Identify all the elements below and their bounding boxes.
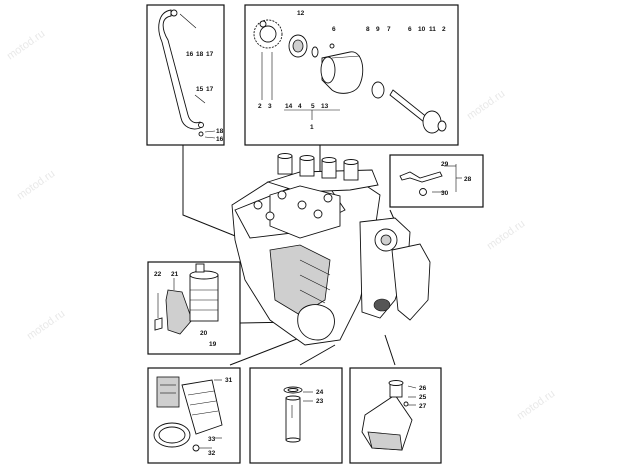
watermark-text: motod.ru (25, 308, 67, 343)
callout-13: 13 (321, 103, 329, 110)
detail-box-clip-pin (389, 154, 484, 208)
callout-17: 17 (206, 86, 214, 93)
watermark-text: motod.ru (5, 28, 47, 63)
callout-16: 16 (186, 51, 194, 58)
callout-2: 2 (258, 103, 262, 110)
callout-14: 14 (285, 103, 293, 110)
callout-24: 24 (316, 389, 324, 396)
engine-assembly (231, 153, 431, 346)
callout-19: 19 (209, 341, 217, 348)
callout-11: 11 (429, 26, 436, 33)
callout-15: 15 (196, 86, 204, 93)
watermark-text: motod.ru (15, 168, 57, 203)
callout-8: 8 (366, 26, 370, 33)
watermark-text: motod.ru (485, 218, 527, 253)
callout-2: 2 (442, 26, 446, 33)
detail-box-oil-cooler (147, 261, 241, 355)
callout-1: 1 (310, 124, 314, 131)
watermark-text: motod.ru (515, 388, 557, 423)
detail-box-oil-filter (147, 367, 241, 464)
callout-27: 27 (419, 403, 427, 410)
detail-box-breather-pipe (146, 4, 225, 146)
callout-6: 6 (408, 26, 412, 33)
detail-box-sleeve-seal (249, 367, 343, 464)
watermark-text: motod.ru (465, 88, 507, 123)
callout-labels: 16 18 17 15 17 18 16 12 6 8 9 7 6 10 11 … (154, 10, 472, 457)
callout-10: 10 (418, 26, 426, 33)
callout-7: 7 (387, 26, 391, 33)
callout-17: 17 (206, 51, 214, 58)
callout-6: 6 (332, 26, 336, 33)
callout-32: 32 (208, 450, 216, 457)
callout-31: 31 (225, 377, 233, 384)
callout-26: 26 (419, 385, 427, 392)
callout-33: 33 (208, 436, 216, 443)
callout-12: 12 (297, 10, 305, 17)
callout-25: 25 (419, 394, 427, 401)
callout-20: 20 (200, 330, 208, 337)
callout-28: 28 (464, 176, 472, 183)
callout-3: 3 (268, 103, 272, 110)
callout-16: 16 (216, 136, 224, 143)
callout-29: 29 (441, 161, 449, 168)
callout-21: 21 (171, 271, 179, 278)
callout-18: 18 (196, 51, 204, 58)
callout-5: 5 (311, 103, 315, 110)
callout-4: 4 (298, 103, 302, 110)
callout-9: 9 (376, 26, 380, 33)
callout-23: 23 (316, 398, 324, 405)
detail-box-oil-pickup (349, 367, 442, 464)
callout-30: 30 (441, 190, 449, 197)
callout-18: 18 (216, 128, 224, 135)
callout-22: 22 (154, 271, 162, 278)
detail-box-cam-gear-assembly (244, 4, 459, 146)
